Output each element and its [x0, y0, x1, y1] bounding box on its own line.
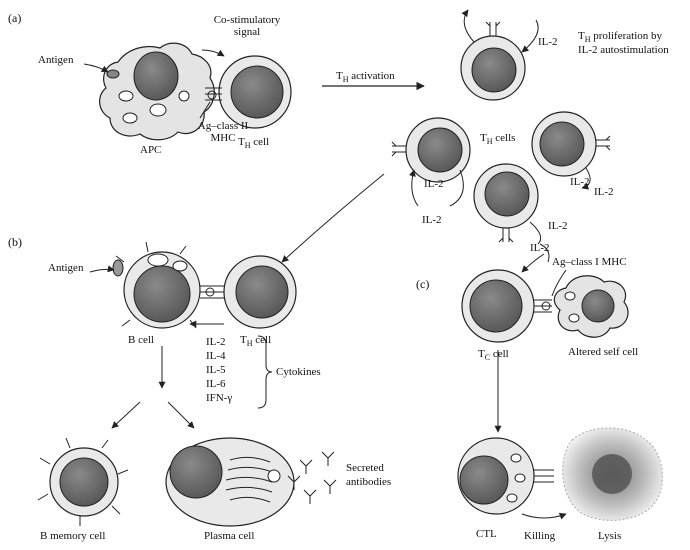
- b-cell: [112, 241, 201, 329]
- il2-label: IL-2: [530, 242, 550, 254]
- altered-vesicle: [568, 313, 580, 323]
- cytokines-label: Cytokines: [276, 366, 321, 378]
- activation-label: TH activation: [336, 70, 395, 85]
- costim-label-2: signal: [233, 26, 261, 38]
- il2-label: IL-2: [422, 214, 442, 226]
- cytokine-il5: IL-5: [206, 364, 226, 376]
- il2-label: IL-2: [424, 178, 444, 190]
- lysis-label: Lysis: [598, 530, 622, 542]
- ctl-cell: [457, 437, 554, 515]
- th-cell-left: [391, 117, 471, 183]
- cytokine-il2: IL-2: [206, 336, 226, 348]
- agmhc-pointer: [199, 101, 211, 119]
- apc-vesicle: [122, 112, 138, 124]
- proliferation-label-2: IL-2 autostimulation: [578, 44, 669, 56]
- b-memory-cell: [37, 437, 129, 526]
- altered-vesicle: [564, 291, 576, 301]
- plasma-cell-label: Plasma cell: [204, 530, 255, 542]
- altered-nucleus: [581, 289, 615, 323]
- b-cell-label: B cell: [128, 334, 154, 346]
- proliferation-label-1: TH proliferation by: [578, 30, 662, 45]
- c-arrows: [494, 253, 567, 520]
- secreted-label-2: antibodies: [346, 476, 392, 488]
- antigen-arrow: [83, 63, 109, 73]
- apc-vesicle: [118, 90, 134, 102]
- th-cell-label-a: TH cell: [238, 136, 270, 151]
- il2-label: IL-2: [548, 220, 568, 232]
- apc-label: APC: [140, 144, 162, 156]
- agmhc-label-2: MHC: [210, 132, 236, 144]
- apc-vesicle: [178, 90, 190, 102]
- ctl-label: CTL: [476, 528, 497, 540]
- antigen-label: Antigen: [38, 54, 74, 66]
- killing-label: Killing: [524, 530, 556, 542]
- th-cell-top: [460, 21, 526, 101]
- panel-label-c: (c): [416, 277, 430, 291]
- th-to-b-arrow: [281, 173, 385, 263]
- plasma-cell: [165, 437, 295, 527]
- antigen-particle: [106, 69, 120, 79]
- synapse-receptors: [205, 87, 222, 101]
- cytokine-il4: IL-4: [206, 350, 226, 362]
- cytokine-ifng: IFN-γ: [206, 392, 233, 404]
- tc-cell: [461, 269, 552, 343]
- class1-mhc-label: Ag–class I MHC: [552, 256, 627, 268]
- costim-arrow: [201, 49, 225, 57]
- apc-nucleus: [133, 51, 179, 101]
- th-cells-label: TH cells: [480, 132, 516, 147]
- th-cell-right: [531, 111, 611, 177]
- il2-label: IL-2: [594, 186, 614, 198]
- il2-label: IL-2: [538, 36, 558, 48]
- b-arrows: [89, 265, 273, 429]
- il2-arrows: [281, 9, 591, 263]
- b-memory-label: B memory cell: [40, 530, 106, 542]
- il2-label: IL-2: [570, 176, 590, 188]
- b-antigen-label: Antigen: [48, 262, 84, 274]
- th-cell-b: [200, 255, 297, 329]
- th-cell-bottom: [473, 163, 539, 243]
- th-cell-label-b: TH cell: [240, 334, 272, 349]
- panel-label-b: (b): [8, 235, 22, 249]
- cytokine-il6: IL-6: [206, 378, 226, 390]
- apc-vesicle: [149, 103, 167, 117]
- costim-label-1: Co-stimulatory: [213, 14, 281, 26]
- secreted-label-1: Secreted: [346, 462, 384, 474]
- lysis-cell: [562, 427, 663, 521]
- secreted-antibodies: [287, 451, 337, 504]
- agmhc-label-1: Ag–class II: [197, 120, 249, 132]
- panel-label-a: (a): [8, 11, 22, 25]
- altered-self-label: Altered self cell: [568, 346, 639, 358]
- th-nucleus: [230, 65, 284, 119]
- tc-cell-label: TC cell: [478, 348, 509, 363]
